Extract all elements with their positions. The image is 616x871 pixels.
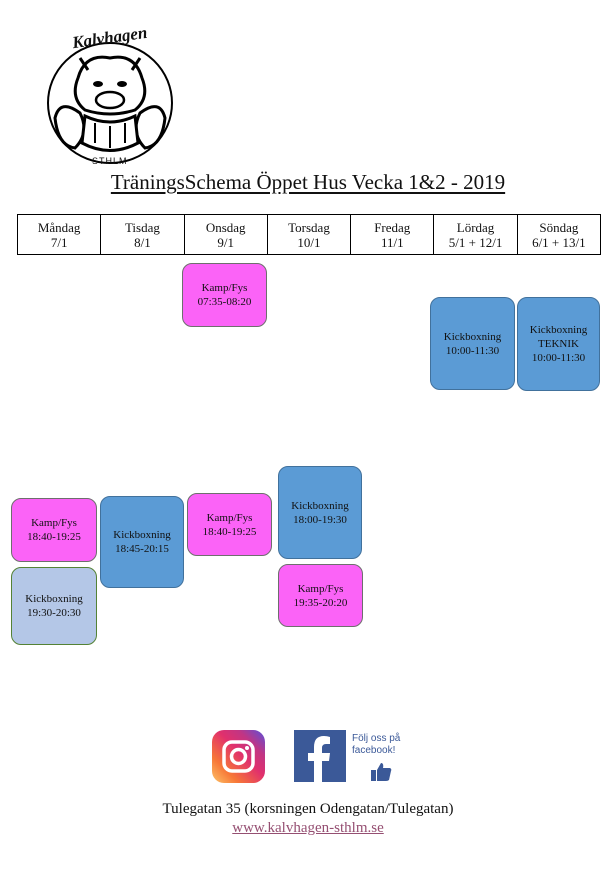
session-time: 19:30-20:30	[27, 607, 81, 619]
session-activity: Kickboxning	[113, 529, 171, 541]
session-time: 18:00-19:30	[293, 513, 347, 526]
session-block: Kamp/Fys 19:35-20:20	[278, 564, 363, 627]
session-block: Kickboxning TEKNIK 10:00-11:30	[517, 297, 600, 391]
day-date: 7/1	[50, 234, 68, 250]
session-time: 07:35-08:20	[197, 296, 252, 308]
session-block: Kickboxning 18:45-20:15	[100, 496, 184, 588]
day-name: Söndag	[539, 219, 579, 235]
day-date: 9/1	[217, 234, 235, 250]
thumbs-up-icon	[371, 763, 392, 781]
day-name: Lördag	[456, 219, 495, 235]
facebook-follow-text[interactable]: Följ oss på facebook!	[352, 733, 401, 756]
session-time: 10:00-11:30	[445, 344, 500, 357]
day-date: 10/1	[297, 234, 321, 250]
session-time: 10:00-11:30	[531, 352, 586, 364]
session-activity: Kamp/Fys	[297, 582, 344, 595]
session-activity: Kickboxning	[25, 593, 83, 605]
day-name: Tisdag	[124, 219, 160, 235]
day-name: Fredag	[374, 219, 411, 235]
session-activity: Kamp/Fys	[201, 282, 248, 294]
day-name: Torsdag	[288, 219, 330, 235]
day-date: 8/1	[134, 234, 151, 250]
session-time: 18:40-19:25	[27, 531, 81, 543]
session-activity: Kamp/Fys	[206, 511, 253, 524]
session-activity: Kickboxning TEKNIK	[529, 324, 588, 350]
session-activity: Kickboxning	[443, 330, 502, 343]
session-block: Kickboxning 10:00-11:30	[430, 297, 515, 390]
day-date: 11/1	[380, 234, 404, 250]
session-time: 18:45-20:15	[115, 543, 169, 555]
day-date: 5/1 + 12/1	[448, 234, 503, 250]
session-block: Kickboxning 18:00-19:30	[278, 466, 362, 559]
session-activity: Kamp/Fys	[31, 517, 77, 529]
session-block: Kamp/Fys 18:40-19:25	[187, 493, 272, 556]
session-time: 18:40-19:25	[202, 525, 257, 538]
logo-subtext: STHLM	[92, 156, 128, 166]
session-activity: Kickboxning	[291, 499, 349, 512]
address-text: Tulegatan 35 (korsningen Odengatan/Tuleg…	[162, 801, 454, 817]
session-block: Kickboxning 19:30-20:30	[11, 567, 97, 645]
day-name: Måndag	[37, 219, 81, 235]
page-title: TräningsSchema Öppet Hus Vecka 1&2 - 201…	[110, 170, 506, 194]
session-time: 19:35-20:20	[293, 596, 348, 609]
day-date: 6/1 + 13/1	[532, 234, 586, 250]
instagram-icon[interactable]	[212, 730, 265, 783]
website-link[interactable]: www.kalvhagen-sthlm.se	[232, 820, 384, 836]
day-name: Onsdag	[205, 219, 246, 235]
kalvhagen-logo	[47, 42, 173, 164]
session-block: Kamp/Fys 18:40-19:25	[11, 498, 97, 562]
facebook-icon[interactable]	[294, 730, 346, 782]
session-block: Kamp/Fys 07:35-08:20	[182, 263, 267, 327]
